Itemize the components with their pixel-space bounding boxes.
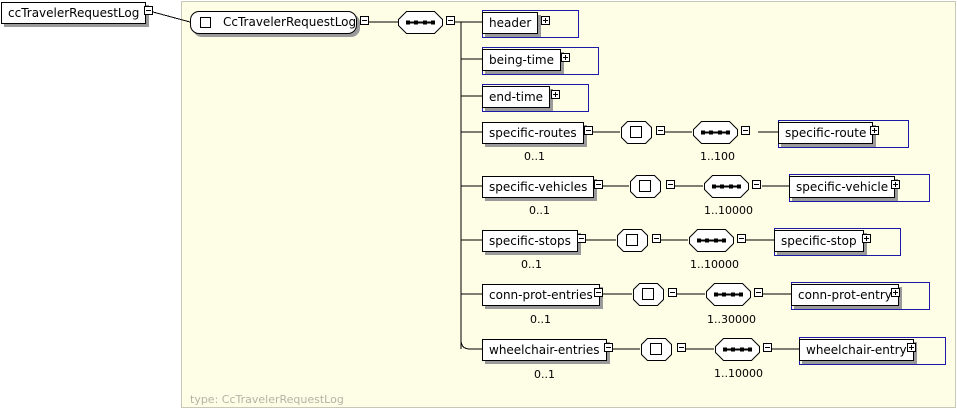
occurrence-label: 0..1 [534,368,555,381]
element-label: wheelchair-entries [489,343,600,357]
occurrence-label: 1..10000 [690,258,739,271]
complex-type-icon [200,17,211,28]
sequence-icon[interactable] [692,121,742,146]
element-specific-vehicles[interactable]: specific-vehicles [482,176,595,198]
plus-box-icon[interactable] [869,125,881,137]
type-label: type: CcTravelerRequestLog [190,393,344,406]
element-wheelchair-entries[interactable]: wheelchair-entries [482,339,607,361]
minus-box-icon[interactable] [651,233,663,245]
element-label: end-time [489,90,544,104]
occurrence-label: 0..1 [524,150,545,163]
element-label: conn-prot-entry [798,288,892,302]
element-label: header [489,16,532,30]
element-being-time[interactable]: being-time [482,49,561,71]
plus-box-icon[interactable] [540,15,552,27]
element-header[interactable]: header [482,12,539,34]
minus-box-icon[interactable] [676,342,688,354]
occurrence-label: 1..30000 [707,313,756,326]
element-label: specific-routes [489,126,577,140]
element-conn-prot-entries[interactable]: conn-prot-entries [482,284,600,306]
element-label: conn-prot-entries [489,288,593,302]
complex-type-icon [621,121,652,144]
minus-box-icon[interactable] [445,15,457,27]
element-conn-prot-entry[interactable]: conn-prot-entry [791,284,899,306]
element-label: specific-vehicle [796,180,889,194]
minus-box-icon[interactable] [143,5,155,17]
element-specific-vehicle[interactable]: specific-vehicle [789,176,896,198]
complex-type-name: CcTravelerRequestLog [223,15,357,29]
plus-box-icon[interactable] [890,179,902,191]
complex-type-icon [630,175,661,198]
sequence-icon[interactable] [703,175,753,200]
complex-type-icon [641,338,672,361]
minus-box-icon[interactable] [603,342,615,354]
minus-box-icon[interactable] [753,287,765,299]
minus-box-icon[interactable] [593,287,605,299]
complex-type-box[interactable]: CcTravelerRequestLog [190,11,357,34]
minus-box-icon[interactable] [736,233,748,245]
minus-box-icon[interactable] [593,179,605,191]
root-element-ccTravelerRequestLog[interactable]: ccTravelerRequestLog [1,2,147,24]
minus-box-icon[interactable] [655,125,667,137]
element-specific-stops[interactable]: specific-stops [482,230,578,252]
element-label: wheelchair-entry [806,343,907,357]
minus-box-icon[interactable] [667,287,679,299]
plus-box-icon[interactable] [861,233,873,245]
plus-box-icon[interactable] [560,52,572,64]
occurrence-label: 1..10000 [704,204,753,217]
minus-box-icon[interactable] [762,342,774,354]
plus-box-icon[interactable] [906,342,918,354]
sequence-icon[interactable] [397,11,447,36]
element-label: specific-route [785,126,867,140]
minus-box-icon[interactable] [359,15,371,27]
element-label: specific-stops [489,234,571,248]
sequence-icon[interactable] [714,338,764,363]
minus-box-icon[interactable] [740,125,752,137]
occurrence-label: 1..10000 [714,367,763,380]
element-label: specific-vehicles [489,180,588,194]
sequence-icon[interactable] [705,283,755,308]
element-specific-stop[interactable]: specific-stop [774,230,864,252]
element-wheelchair-entry[interactable]: wheelchair-entry [799,339,914,361]
plus-box-icon[interactable] [890,287,902,299]
complex-type-icon [633,283,664,306]
element-specific-routes[interactable]: specific-routes [482,122,584,144]
minus-box-icon[interactable] [665,179,677,191]
element-label: specific-stop [781,234,857,248]
occurrence-label: 0..1 [530,313,551,326]
element-specific-route[interactable]: specific-route [778,122,874,144]
occurrence-label: 0..1 [529,204,550,217]
minus-box-icon[interactable] [583,125,595,137]
element-end-time[interactable]: end-time [482,86,551,108]
occurrence-label: 1..100 [700,150,735,163]
complex-type-icon [617,229,648,252]
root-element-label: ccTravelerRequestLog [8,6,140,20]
minus-box-icon[interactable] [576,233,588,245]
plus-box-icon[interactable] [550,89,562,101]
sequence-icon[interactable] [688,229,738,254]
occurrence-label: 0..1 [521,258,542,271]
minus-box-icon[interactable] [751,179,763,191]
element-label: being-time [489,53,554,67]
